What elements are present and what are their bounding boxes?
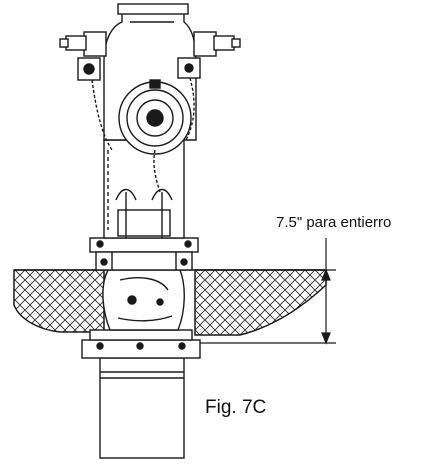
base-flange: [81, 329, 201, 359]
figure-caption: Fig. 7C: [205, 397, 267, 418]
front-outlet: [118, 79, 192, 155]
soil-right: [194, 269, 327, 336]
burial-depth-dimension: [196, 238, 336, 345]
lower-pipe: [99, 357, 185, 459]
burial-depth-label: 7.5" para entierro: [276, 214, 392, 231]
breakaway-flange: [89, 237, 199, 271]
upper-barrel: [103, 139, 185, 239]
buried-body: [102, 269, 185, 331]
right-outlet: [177, 31, 241, 79]
left-outlet: [59, 31, 107, 81]
cap-chains: [91, 77, 195, 193]
soil-left: [13, 269, 105, 333]
